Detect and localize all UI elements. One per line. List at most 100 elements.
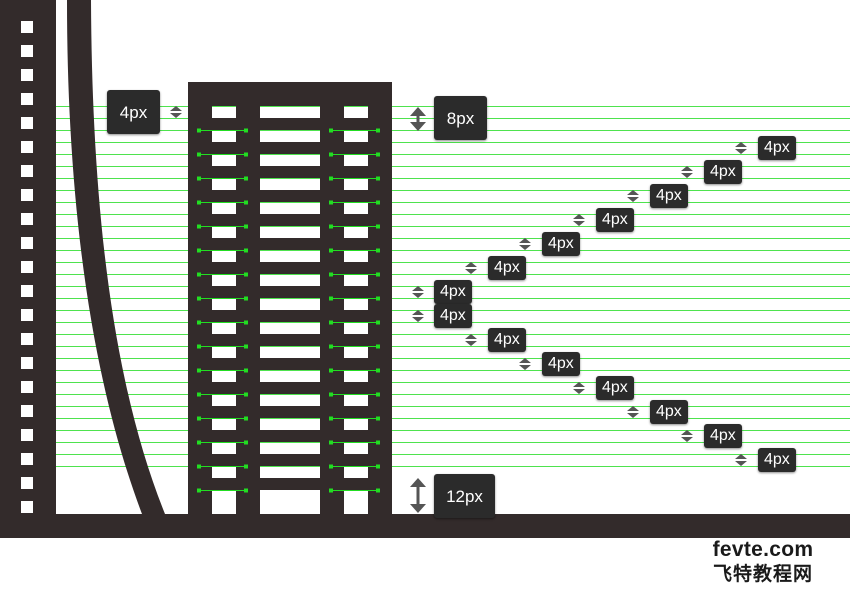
spacing-label: 4px (650, 184, 688, 208)
ground-bar (0, 514, 850, 538)
floor-bar (260, 454, 320, 466)
window (21, 285, 33, 297)
curved-pillar (67, 0, 165, 514)
floor-bar (212, 166, 236, 178)
floor-bar (344, 310, 368, 322)
anchor-point-icon (329, 416, 333, 421)
floor-bar (260, 430, 320, 442)
anchor-point-icon (197, 488, 201, 493)
floor-bar (212, 262, 236, 274)
window (21, 189, 33, 201)
floor-bar (344, 238, 368, 250)
anchor-point-icon (376, 224, 380, 229)
anchor-point-icon (197, 200, 201, 205)
floor-bar (212, 214, 236, 226)
floor-bar (344, 454, 368, 466)
spacing-label: 4px (542, 352, 580, 376)
floor-bar (344, 358, 368, 370)
vertical-double-arrow-icon (681, 430, 693, 442)
anchor-point-icon (376, 200, 380, 205)
anchor-point-icon (244, 248, 248, 253)
window (21, 453, 33, 465)
floor-bar (212, 430, 236, 442)
anchor-point-icon (376, 152, 380, 157)
vertical-double-arrow-icon (573, 382, 585, 394)
anchor-point-icon (244, 152, 248, 157)
anchor-point-icon (197, 272, 201, 277)
vertical-double-arrow-icon (573, 214, 585, 226)
floor-bar (344, 190, 368, 202)
anchor-point-icon (244, 368, 248, 373)
window (21, 357, 33, 369)
vertical-double-arrow-icon (170, 106, 182, 118)
spacing-label-top-right: 8px (434, 96, 487, 140)
floor-bar (344, 334, 368, 346)
anchor-point-icon (376, 416, 380, 421)
floor-bar (344, 382, 368, 394)
anchor-point-icon (376, 368, 380, 373)
anchor-point-icon (376, 128, 380, 133)
anchor-point-icon (244, 488, 248, 493)
anchor-point-icon (376, 320, 380, 325)
anchor-point-icon (197, 440, 201, 445)
floor-bar (212, 310, 236, 322)
floor-bar (344, 166, 368, 178)
anchor-point-icon (244, 296, 248, 301)
watermark-chinese: 飞特教程网 (712, 563, 813, 585)
floor-bar (260, 214, 320, 226)
spacing-label: 4px (542, 232, 580, 256)
spacing-label: 4px (434, 304, 472, 328)
anchor-point-icon (244, 320, 248, 325)
floor-bar (260, 166, 320, 178)
floor-bar (260, 478, 320, 490)
anchor-point-icon (197, 128, 201, 133)
anchor-point-icon (376, 344, 380, 349)
spacing-label: 4px (704, 424, 742, 448)
floor-bar (260, 118, 320, 130)
anchor-point-icon (197, 224, 201, 229)
spacing-label: 4px (704, 160, 742, 184)
anchor-point-icon (197, 416, 201, 421)
anchor-point-icon (376, 392, 380, 397)
window (21, 261, 33, 273)
floor-bar (212, 190, 236, 202)
spacing-label: 4px (596, 208, 634, 232)
window (21, 309, 33, 321)
window (21, 213, 33, 225)
building-roof (188, 82, 392, 106)
vertical-double-arrow-icon (412, 310, 424, 322)
anchor-point-icon (244, 176, 248, 181)
window (21, 501, 33, 513)
anchor-point-icon (329, 272, 333, 277)
anchor-point-icon (376, 272, 380, 277)
spacing-label: 4px (488, 328, 526, 352)
anchor-point-icon (197, 344, 201, 349)
spacing-label-bottom: 12px (434, 474, 495, 518)
floor-bar (212, 142, 236, 154)
vertical-double-arrow-icon (465, 262, 477, 274)
window (21, 69, 33, 81)
floor-bar (212, 286, 236, 298)
vertical-double-arrow-icon (410, 478, 426, 513)
floor-bar (260, 406, 320, 418)
floor-bar (344, 406, 368, 418)
anchor-point-icon (244, 392, 248, 397)
window (21, 45, 33, 57)
floor-bar (260, 310, 320, 322)
building-right-column (368, 106, 392, 514)
building-shapes (0, 0, 850, 538)
window (21, 237, 33, 249)
vertical-double-arrow-icon (681, 166, 693, 178)
floor-bar (344, 286, 368, 298)
anchor-point-icon (329, 128, 333, 133)
anchor-point-icon (329, 296, 333, 301)
anchor-point-icon (329, 344, 333, 349)
anchor-point-icon (197, 368, 201, 373)
floor-bar (260, 358, 320, 370)
floor-bar (260, 142, 320, 154)
anchor-point-icon (244, 224, 248, 229)
window (21, 429, 33, 441)
anchor-point-icon (244, 128, 248, 133)
floor-bar (344, 478, 368, 490)
window (21, 381, 33, 393)
